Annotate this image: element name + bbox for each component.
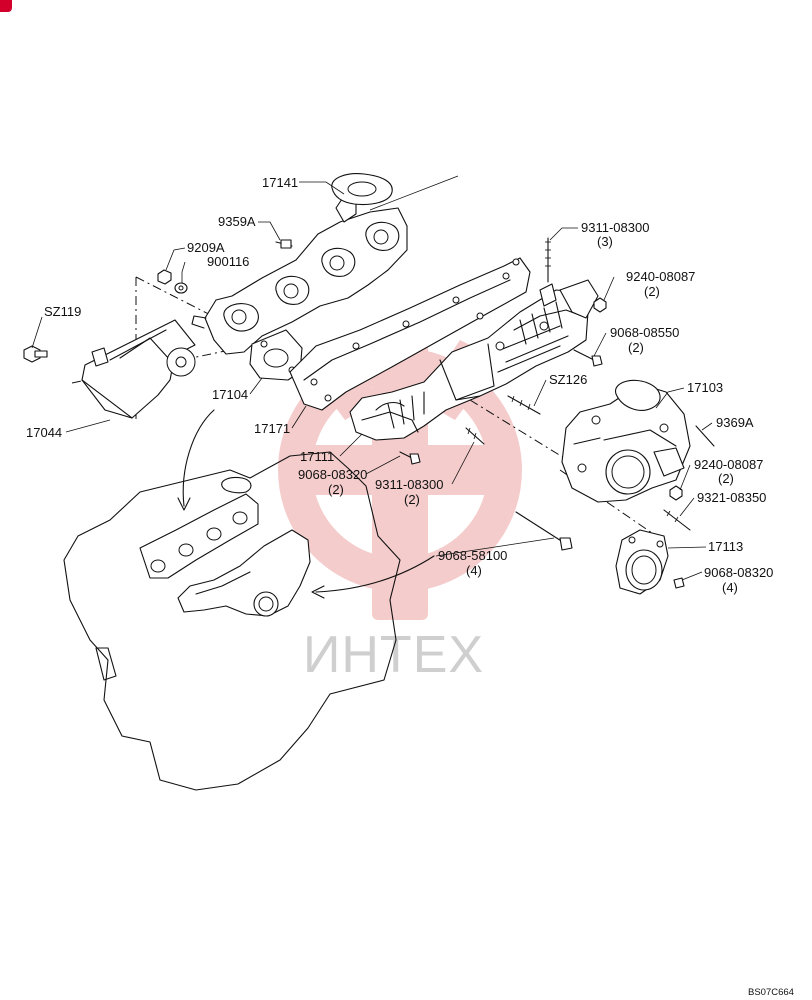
leader-lines	[31, 181, 713, 581]
gasket-17171	[289, 257, 531, 411]
assembled-exhaust-manifold-inset	[139, 476, 259, 579]
bolt-sz119-icon	[23, 345, 48, 363]
exhaust-manifold-17141	[191, 173, 408, 355]
callout-labels: 17141 9359A 9209A 900116 SZ119 17044 171…	[26, 175, 773, 595]
callout-sz126: SZ126	[549, 372, 587, 387]
washer-900116-icon	[174, 282, 188, 294]
callout-9311-08300-upper-qty: (3)	[597, 234, 613, 249]
callout-17141: 17141	[262, 175, 298, 190]
nut-9240-08087-lower-icon	[669, 485, 683, 501]
callout-sz119: SZ119	[44, 304, 81, 319]
callout-9068-08550: 9068-08550	[610, 325, 679, 340]
bolt-9068-08320-lower-icon	[673, 577, 685, 589]
corner-logo-mark	[0, 0, 12, 12]
callout-9311-08300-lower: 9311-08300	[375, 477, 443, 492]
throttle-body-17103	[561, 379, 691, 503]
engine-outline	[63, 451, 401, 791]
callout-9369a: 9369A	[716, 415, 754, 430]
callout-9068-58100-qty: (4)	[466, 563, 482, 578]
callout-17044: 17044	[26, 425, 62, 440]
intake-runner-ribs	[387, 301, 563, 429]
watermark-text: ИНТЕХ	[303, 626, 484, 684]
bolt-9068-08550-icon	[573, 349, 603, 367]
assembly-arrows	[177, 409, 435, 599]
gasket-17104	[249, 329, 303, 381]
intake-manifold-17111	[349, 279, 599, 441]
stud-sz126-icon	[507, 395, 541, 415]
callout-9311-08300-lower-qty: (2)	[404, 492, 420, 507]
callout-9068-08320-lower-qty: (4)	[722, 580, 738, 595]
callout-9068-08320-upper: 9068-08320	[298, 467, 367, 482]
callout-17171: 17171	[254, 421, 290, 436]
bolt-9068-08320-icon	[399, 451, 421, 465]
bolt-9068-58100-icon	[515, 511, 573, 551]
callout-9240-08087-lower-qty: (2)	[718, 471, 734, 486]
callout-9068-08320-upper-qty: (2)	[328, 482, 344, 497]
callout-9240-08087-upper: 9240-08087	[626, 269, 695, 284]
stud-9311-08300-lower-icon	[465, 427, 485, 445]
callout-9068-58100: 9068-58100	[438, 548, 507, 563]
figure-code: BS07C664	[748, 987, 794, 998]
elbow-17113	[615, 529, 669, 595]
watermark: ИНТЕХ	[278, 330, 522, 684]
callout-9068-08320-lower: 9068-08320	[704, 565, 773, 580]
callout-9311-08300-upper: 9311-08300	[581, 220, 649, 235]
assembled-intake-manifold-inset	[177, 529, 311, 617]
callout-9068-08550-qty: (2)	[628, 340, 644, 355]
stud-9321-08350-icon	[663, 509, 691, 531]
stud-9359a-icon	[275, 239, 293, 249]
nut-9209a-icon	[157, 269, 172, 285]
callout-9321-08350: 9321-08350	[697, 490, 766, 505]
watermark-logo	[278, 330, 522, 620]
stud-9311-08300-icon	[545, 237, 551, 283]
callout-9359a: 9359A	[218, 214, 256, 229]
stud-9369a-icon	[695, 425, 715, 447]
callout-17104: 17104	[212, 387, 248, 402]
callout-17113: 17113	[708, 539, 743, 554]
nut-9240-08087-icon	[593, 297, 607, 313]
callout-17111: 17111	[300, 449, 334, 464]
callout-9240-08087-upper-qty: (2)	[644, 284, 660, 299]
callout-17103: 17103	[687, 380, 723, 395]
callout-900116: 900116	[207, 254, 249, 269]
callout-9240-08087-lower: 9240-08087	[694, 457, 763, 472]
heat-shield-17044	[81, 319, 196, 419]
callout-9209a: 9209A	[187, 240, 225, 255]
